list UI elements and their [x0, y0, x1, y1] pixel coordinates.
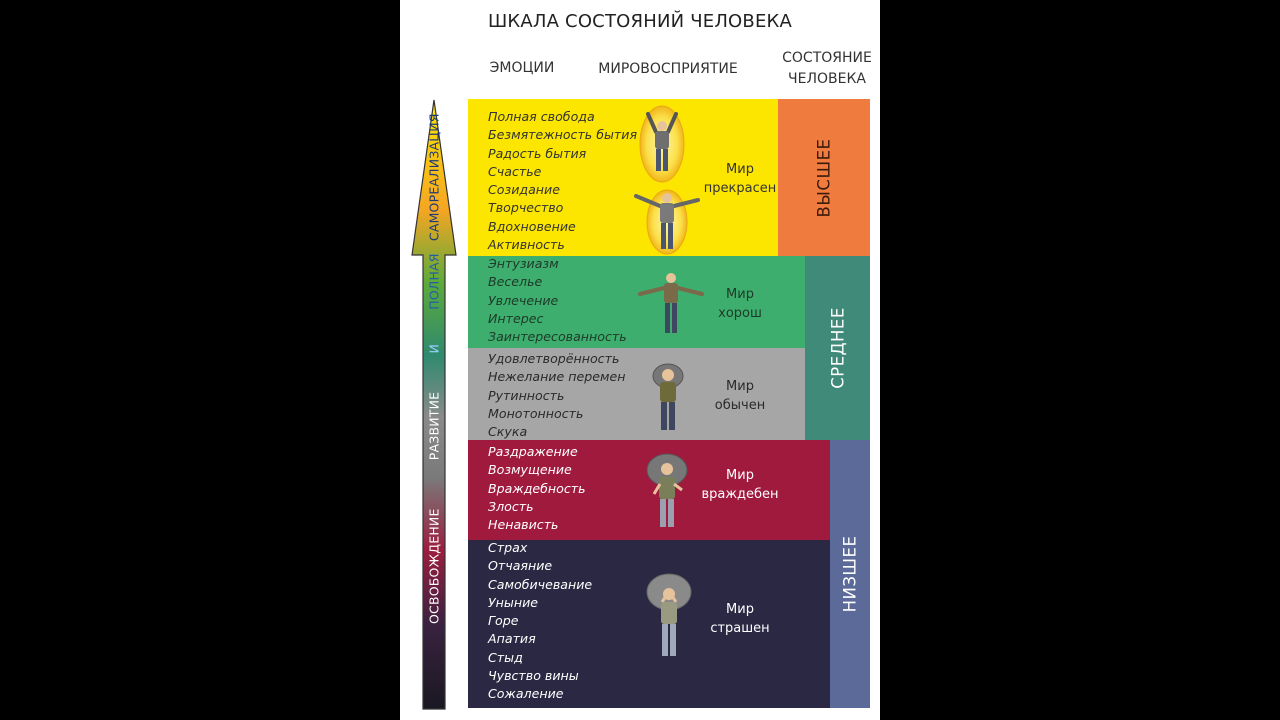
world-line: обычен [714, 398, 766, 413]
state-middle: СРЕДНЕЕ [805, 256, 870, 440]
world-good: Мир хорош [695, 285, 785, 323]
development-arrow [411, 99, 457, 710]
emotion-item: Нежелание перемен [488, 369, 626, 385]
arrow-label-w1: ОСВОБОЖДЕНИЕ [426, 508, 442, 624]
emotion-item: Монотонность [488, 405, 584, 421]
emotion-item: Горе [488, 613, 519, 629]
band-scary [468, 540, 830, 708]
header-state: СОСТОЯНИЕ ЧЕЛОВЕКА [772, 48, 880, 90]
emotions-good: Энтузиазм Веселье Увлечение Интерес Заин… [488, 255, 627, 346]
emotions-hostile: Раздражение Возмущение Враждебность Злос… [488, 443, 586, 534]
emotion-item: Интерес [488, 310, 544, 326]
world-beautiful: Мир прекрасен [695, 160, 785, 198]
world-line: Мир [726, 379, 754, 394]
band-good [468, 256, 805, 348]
emotion-item: Увлечение [488, 292, 559, 308]
emotion-item: Отчаяние [488, 558, 553, 574]
world-hostile: Мир враждебен [695, 466, 785, 504]
world-line: прекрасен [703, 181, 777, 196]
emotion-item: Удовлетворённость [488, 351, 620, 366]
world-ordinary: Мир обычен [695, 377, 785, 415]
figure-joyful-arms-up [639, 105, 685, 183]
band-hostile [468, 440, 830, 540]
emotion-item: Сожаление [488, 686, 564, 702]
state-lowest-label: НИЗШЕЕ [840, 535, 860, 613]
header-state-line1: СОСТОЯНИЕ [782, 50, 872, 66]
emotion-item: Раздражение [488, 444, 578, 459]
arrow-label-w2: РАЗВИТИЕ [426, 391, 442, 461]
header-emotions: ЭМОЦИИ [489, 60, 555, 76]
world-scary: Мир страшен [695, 600, 785, 638]
state-highest: ВЫСШЕЕ [778, 99, 870, 256]
world-line: Мир [726, 602, 754, 617]
emotion-item: Самобичевание [488, 576, 593, 592]
emotion-item: Счастье [488, 163, 542, 179]
emotion-item: Активность [488, 237, 565, 253]
emotion-item: Рутинность [488, 387, 565, 403]
state-highest-label: ВЫСШЕЕ [814, 138, 834, 217]
band-highest [468, 99, 778, 256]
world-line: враждебен [701, 487, 779, 502]
emotion-item: Уныние [488, 594, 539, 610]
diagram-title: ШКАЛА СОСТОЯНИЙ ЧЕЛОВЕКА [487, 11, 793, 32]
emotion-item: Творчество [488, 200, 564, 216]
emotion-item: Полная свобода [488, 109, 595, 124]
emotion-item: Безмятежность бытия [488, 127, 638, 143]
emotion-item: Заинтересованность [488, 329, 627, 345]
figure-angry [646, 453, 688, 527]
world-line: хорош [718, 306, 762, 321]
emotion-item: Вдохновение [488, 218, 576, 234]
emotion-item: Чувство вины [488, 668, 579, 684]
figure-open-arms [634, 189, 700, 255]
arrow-label-w5: САМОРЕАЛИЗАЦИЯ [426, 113, 442, 242]
emotion-item: Возмущение [488, 462, 572, 478]
emotion-item: Энтузиазм [488, 256, 559, 271]
world-line: страшен [710, 621, 770, 636]
emotion-item: Враждебность [488, 480, 586, 496]
emotion-item: Стыд [488, 649, 523, 665]
band-ordinary [468, 348, 805, 440]
arrow-label-w4: ПОЛНАЯ [426, 253, 442, 310]
emotion-item: Ненависть [488, 517, 559, 533]
figure-afraid [646, 573, 692, 656]
header-state-line2: ЧЕЛОВЕКА [788, 71, 866, 87]
world-line: Мир [726, 468, 754, 483]
emotions-scary: Страх Отчаяние Самобичевание Уныние Горе… [488, 539, 592, 704]
world-line: Мир [726, 287, 754, 302]
emotions-ordinary: Удовлетворённость Нежелание перемен Рути… [488, 350, 625, 441]
scale-diagram: ШКАЛА СОСТОЯНИЙ ЧЕЛОВЕКА ЭМОЦИИ МИРОВОСП… [400, 0, 880, 720]
figure-neutral-arms-out [638, 273, 704, 333]
emotion-item: Веселье [488, 274, 543, 290]
figure-routine [652, 363, 684, 430]
emotion-item: Страх [488, 540, 528, 555]
arrow-label-w3: И [426, 343, 442, 354]
emotion-item: Апатия [488, 631, 536, 647]
emotions-highest: Полная свобода Безмятежность бытия Радос… [488, 108, 637, 254]
emotion-item: Скука [488, 424, 528, 440]
emotion-item: Злость [488, 498, 534, 514]
emotion-item: Радость бытия [488, 145, 587, 161]
arrow-shape [411, 99, 457, 710]
header-perception: МИРОВОСПРИЯТИЕ [598, 61, 738, 77]
state-lowest: НИЗШЕЕ [830, 440, 870, 708]
state-middle-label: СРЕДНЕЕ [828, 307, 847, 389]
emotion-item: Созидание [488, 182, 560, 198]
world-line: Мир [726, 162, 754, 177]
